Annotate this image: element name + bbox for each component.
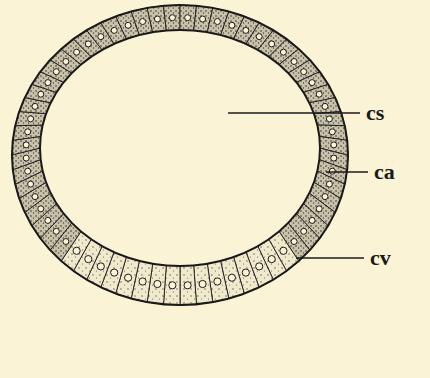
cell-nucleus [23, 142, 29, 148]
cell-nucleus [32, 103, 38, 109]
cell-nucleus [301, 228, 307, 234]
cell-nucleus [256, 263, 263, 270]
cell-nucleus [38, 206, 44, 212]
cell [147, 6, 166, 33]
cell-nucleus [32, 194, 38, 200]
cell-nucleus [169, 282, 176, 289]
cell-nucleus [280, 49, 286, 55]
cell-nucleus [169, 15, 175, 21]
cell-nucleus [256, 34, 262, 40]
cell [13, 125, 43, 140]
cell-nucleus [184, 282, 191, 289]
cell-nucleus [28, 116, 34, 122]
cell-nucleus [309, 80, 315, 86]
cell-nucleus [23, 155, 29, 161]
cell-nucleus [268, 256, 275, 263]
cell-nucleus [98, 34, 104, 40]
cell-nucleus [309, 217, 315, 223]
cell-nucleus [269, 41, 275, 47]
cell-nucleus [125, 274, 132, 281]
cell-nucleus [28, 181, 34, 187]
cell-nucleus [326, 181, 332, 187]
cell-nucleus [326, 116, 332, 122]
cell-nucleus [154, 16, 160, 22]
cell-nucleus [53, 228, 59, 234]
cell-nucleus [291, 239, 297, 245]
cell-nucleus [25, 168, 31, 174]
cell-nucleus [45, 217, 51, 223]
cell-nucleus [301, 69, 307, 75]
outer-outline [12, 5, 348, 305]
cell-nucleus [45, 80, 51, 86]
cell-nucleus [111, 269, 118, 276]
cell-nucleus [199, 280, 206, 287]
cell-nucleus [85, 41, 91, 47]
cell-nucleus [291, 59, 297, 65]
cell-nucleus [214, 19, 220, 25]
cell-nucleus [25, 129, 31, 135]
cell-nucleus [316, 206, 322, 212]
cell-nucleus [322, 103, 328, 109]
cell-layer [12, 5, 348, 305]
cell-nucleus [200, 16, 206, 22]
cell-nucleus [331, 155, 337, 161]
cell-nucleus [125, 22, 131, 28]
cell-nucleus [140, 19, 146, 25]
cell-nucleus [229, 22, 235, 28]
cell-nucleus [329, 168, 335, 174]
cell-nucleus [185, 15, 191, 21]
cell-nucleus [316, 91, 322, 97]
cell-nucleus [329, 129, 335, 135]
cell-nucleus [38, 91, 44, 97]
cell-nucleus [74, 49, 80, 55]
cell-nucleus [242, 269, 249, 276]
cell-nucleus [63, 239, 69, 245]
cell-nucleus [228, 274, 235, 281]
cell-nucleus [154, 280, 161, 287]
cell [319, 136, 348, 155]
cell [194, 264, 213, 305]
cavity-outline [40, 30, 320, 266]
cell-nucleus [243, 27, 249, 33]
cell-nucleus [111, 27, 117, 33]
cell-nucleus [53, 69, 59, 75]
cell [180, 265, 197, 305]
cell-nucleus [85, 256, 92, 263]
cell-nucleus [63, 59, 69, 65]
part-label: cv [370, 247, 391, 269]
cell-nucleus [73, 247, 80, 254]
part-label: cs [366, 102, 384, 124]
leader-lines [228, 113, 368, 258]
cell-nucleus [322, 194, 328, 200]
cell-nucleus [139, 278, 146, 285]
cell-nucleus [214, 278, 221, 285]
cell-nucleus [97, 263, 104, 270]
cell-nucleus [280, 247, 287, 254]
cell [164, 5, 181, 31]
cell-nucleus [331, 142, 337, 148]
part-label: ca [374, 161, 395, 183]
